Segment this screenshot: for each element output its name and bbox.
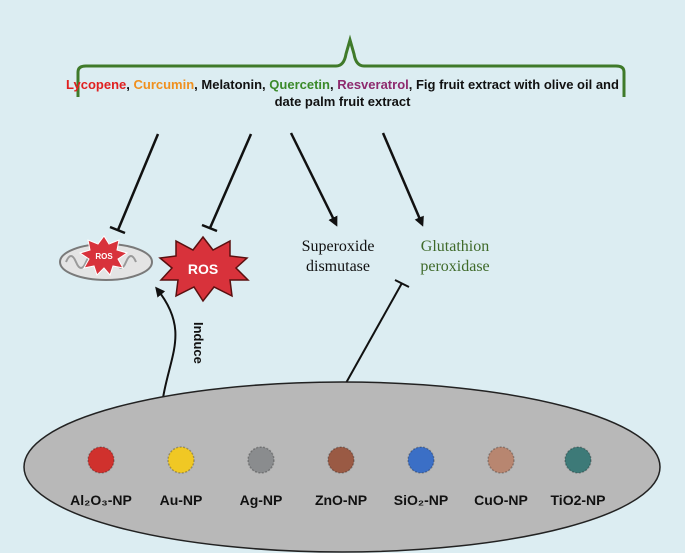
compound-segment: , Fig fruit extract with olive oil and d…: [274, 77, 619, 109]
arrow-sod: [289, 132, 338, 227]
nanoparticle-label: TiO2-NP: [550, 492, 606, 508]
compound-segment: , Melatonin,: [194, 77, 270, 92]
ros-burst-icon: [158, 235, 250, 303]
nanoparticle-label: ZnO-NP: [314, 492, 368, 508]
nanoparticle-dot: [87, 446, 115, 474]
ros-burst-label: ROS: [188, 261, 218, 277]
compounds-bracket: [76, 34, 626, 97]
nanoparticle-dot: [564, 446, 592, 474]
nanoparticle-dot: [407, 446, 435, 474]
nanoparticle-dot: [247, 446, 275, 474]
compounds-list: Lycopene, Curcumin, Melatonin, Quercetin…: [60, 76, 625, 110]
nanoparticle-label: SiO₂-NP: [393, 492, 449, 508]
inhibit-bar-ros: [201, 223, 218, 233]
nanoparticle-label: CuO-NP: [474, 492, 528, 508]
inhibit-line-gpx: [345, 282, 403, 384]
induce-arrow: [155, 286, 177, 399]
compound-segment: Lycopene: [66, 77, 127, 92]
nanoparticle-label: Al₂O₃-NP: [70, 492, 132, 508]
nanoparticle-dot: [327, 446, 355, 474]
inhibit-line-ros: [208, 133, 253, 229]
compound-segment: ,: [126, 77, 134, 92]
ros-mito-label: ROS: [95, 252, 113, 261]
nanoparticle-dot: [487, 446, 515, 474]
sod-label: Superoxide dismutase: [301, 238, 375, 275]
compound-segment: Curcumin: [133, 77, 195, 92]
compound-segment: ,: [329, 77, 338, 92]
compound-segment: Resveratrol: [337, 77, 409, 92]
nanoparticle-label: Au-NP: [159, 492, 203, 508]
inhibit-bar-gpx: [394, 279, 410, 288]
inhibit-line-mito: [116, 133, 160, 231]
induce-label: Induce: [191, 322, 206, 364]
gpx-label: Glutathion peroxidase: [420, 238, 490, 275]
compound-segment: Quercetin: [269, 77, 330, 92]
nanoparticle-dot: [167, 446, 195, 474]
nanoparticle-label: Ag-NP: [239, 492, 283, 508]
ros-mito-burst-icon: [78, 235, 129, 276]
arrow-gpx: [381, 132, 424, 227]
inhibit-bar-mito: [109, 225, 126, 235]
